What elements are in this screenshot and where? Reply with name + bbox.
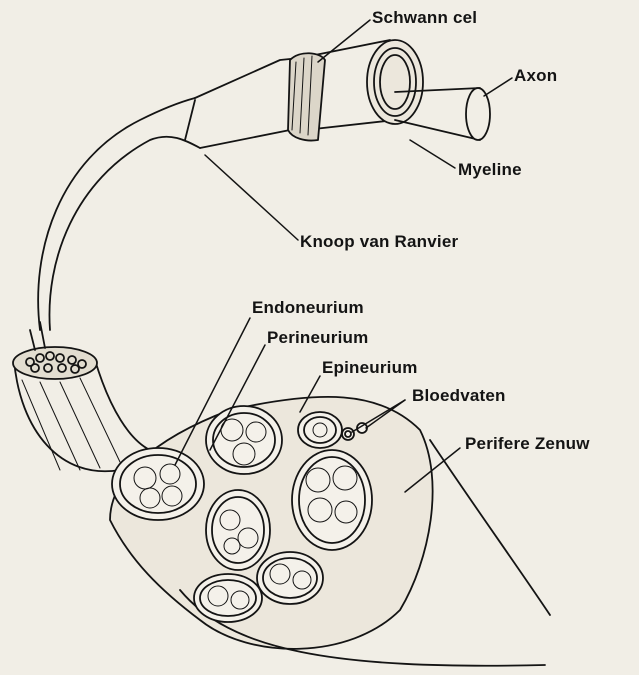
label-axon: Axon <box>514 66 557 86</box>
label-blood-vessels: Bloedvaten <box>412 386 506 406</box>
label-node-of-ranvier: Knoop van Ranvier <box>300 232 458 252</box>
myelinated-fiber <box>38 40 490 330</box>
label-epineurium: Epineurium <box>322 358 418 378</box>
nerve-bundle <box>13 322 550 666</box>
label-schwann-cell: Schwann cel <box>372 8 477 28</box>
label-perineurium: Perineurium <box>267 328 368 348</box>
label-myelin: Myeline <box>458 160 522 180</box>
label-peripheral-nerve: Perifere Zenuw <box>465 434 590 454</box>
label-endoneurium: Endoneurium <box>252 298 364 318</box>
